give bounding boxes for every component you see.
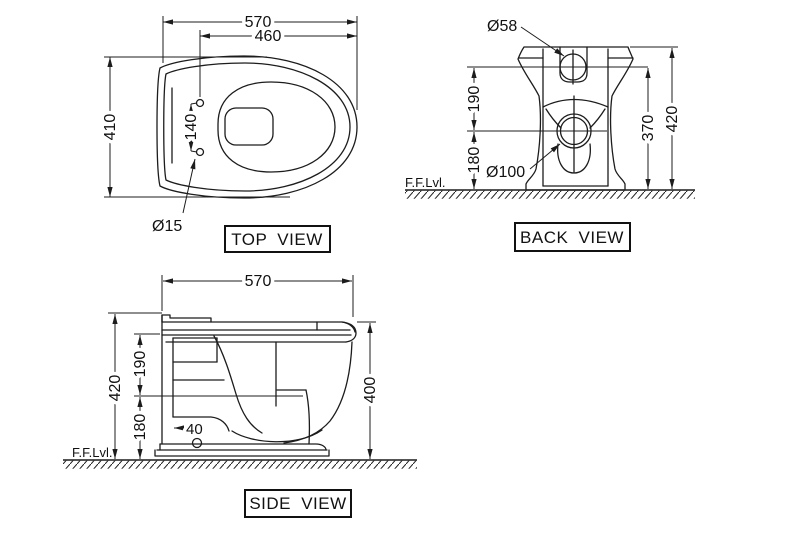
body-silhouette: [517, 46, 634, 191]
back-view-outline: [517, 46, 634, 191]
top-view-dimension-lines: [107, 19, 357, 214]
side-view-outline: [154, 314, 357, 457]
fixing-hole: [191, 437, 203, 449]
hinge-block: [161, 314, 212, 323]
dim-top-depth: 410: [102, 114, 119, 141]
dim-outlet-dia: Ø100: [486, 164, 525, 181]
top-view-extension-lines: [104, 16, 358, 198]
side-floor-level-label: F.F.Lvl.: [72, 445, 112, 460]
side-view-label: SIDE VIEW: [249, 494, 346, 513]
side-view: 570 420 190 180 40 400 F.F.Lvl. SIDE VIE…: [63, 270, 417, 518]
trap-lower-line: [172, 416, 230, 432]
dim-back-lower: 180: [466, 147, 483, 174]
back-view-label-box: [514, 222, 631, 252]
pedestal-front: [305, 389, 311, 445]
bowl-side-curve-left: [545, 108, 562, 129]
side-view-extension-lines: [108, 275, 376, 397]
hinge-hole-top: [195, 98, 205, 108]
top-view-label: TOP VIEW: [231, 230, 323, 249]
back-floor-level-label: F.F.Lvl.: [405, 175, 445, 190]
lid-outer-edge: [156, 55, 358, 199]
side-view-floor: [63, 459, 417, 469]
dim-inlet-height: 370: [640, 115, 657, 142]
trap-bulge: [557, 143, 591, 174]
back-view-dimension-lines: [471, 26, 675, 189]
lid-inner-edge: [163, 62, 351, 192]
dim-back-upper: 190: [466, 86, 483, 113]
dim-side-lower: 180: [132, 414, 149, 441]
bowl-side-curve-right: [589, 108, 606, 129]
water-surface: [224, 107, 274, 146]
back-view: Ø58 190 180 370 420 Ø100 F.F.Lvl. BACK V…: [405, 15, 695, 252]
top-view-outline: [156, 55, 358, 199]
seat-nose: [341, 321, 357, 343]
dim-side-depth: 570: [245, 273, 272, 290]
dim-bolt-offset: 40: [186, 421, 203, 438]
bowl-bottom-curve: [231, 429, 323, 443]
back-view-label: BACK VIEW: [520, 228, 624, 247]
bowl-front-curve: [283, 341, 353, 444]
hinge-hole-bottom: [195, 147, 205, 157]
side-view-dimension-lines: [112, 278, 373, 459]
dim-inlet-dia: Ø58: [487, 18, 517, 35]
base-plinth: [154, 449, 330, 457]
top-view-label-box: [224, 225, 331, 253]
dim-hinge-spacing: 140: [183, 114, 200, 141]
back-view-floor: [405, 189, 695, 199]
back-view-extension-lines: [467, 46, 678, 132]
bowl-back-arc: [542, 98, 609, 108]
top-view: 570 460 410 140 Ø15 TOP VIEW: [99, 11, 358, 253]
base-molding-top: [159, 443, 327, 451]
dim-hinge-hole-dia: Ø15: [152, 218, 182, 235]
trap-curve: [213, 335, 263, 434]
dim-rim-height: 400: [362, 377, 379, 404]
bowl-opening: [217, 81, 336, 173]
dim-side-upper: 190: [132, 351, 149, 378]
dim-back-overall-height: 420: [664, 106, 681, 133]
dim-top-seat-length: 460: [255, 28, 282, 45]
dim-top-width: 570: [245, 14, 272, 31]
dim-side-overall-height: 420: [107, 375, 124, 402]
side-view-label-box: [244, 489, 352, 518]
